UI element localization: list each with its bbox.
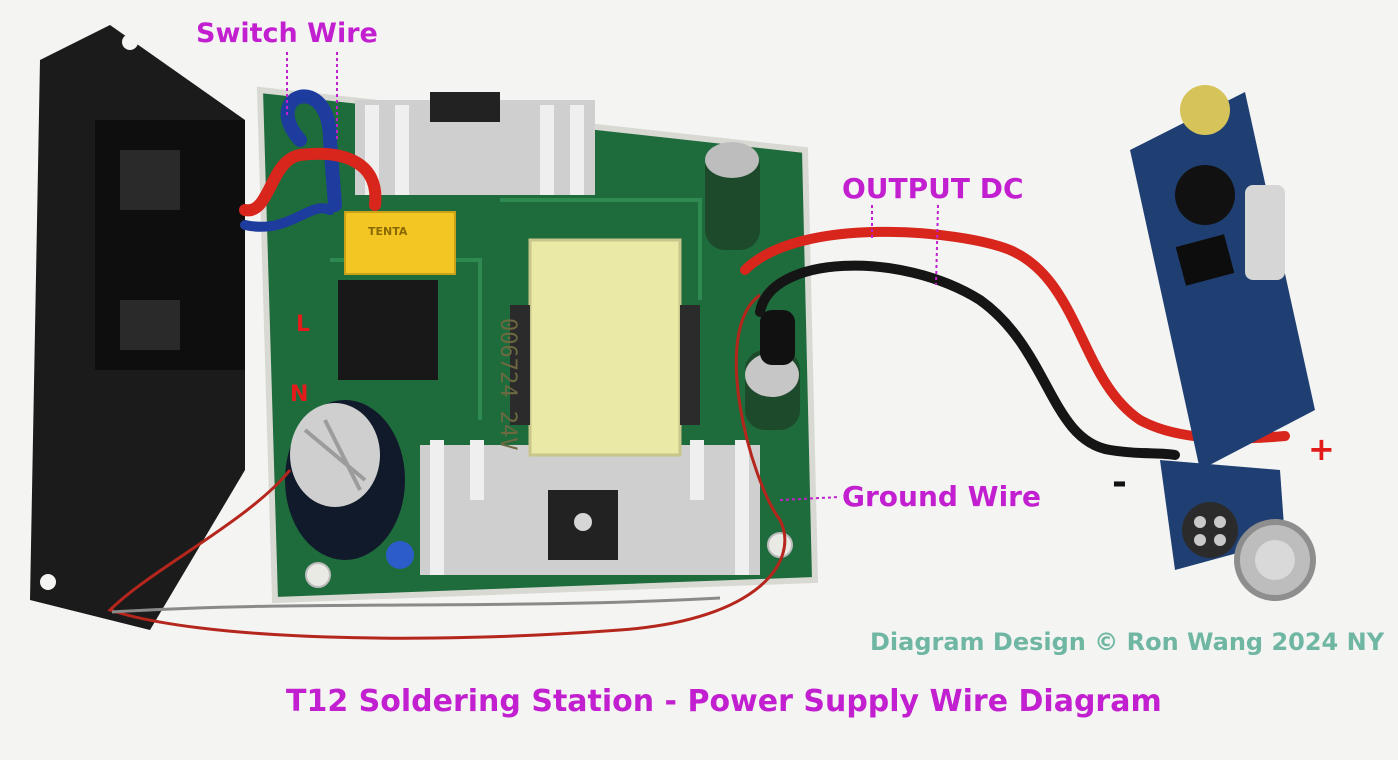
live-label: L bbox=[296, 312, 311, 337]
buzzer bbox=[1175, 165, 1235, 225]
transformer bbox=[510, 238, 700, 457]
fuse-marking: TENTA bbox=[368, 225, 408, 238]
diagram-title: T12 Soldering Station - Power Supply Wir… bbox=[286, 684, 1162, 719]
leader-lines bbox=[286, 52, 939, 501]
negative-label: - bbox=[1112, 462, 1127, 503]
neutral-label: N bbox=[290, 382, 309, 407]
x-capacitor bbox=[344, 211, 456, 275]
bulk-capacitor bbox=[285, 400, 405, 560]
buzzer-battery bbox=[1180, 85, 1230, 135]
switch-wire bbox=[239, 89, 382, 232]
ground-wire-label: Ground Wire bbox=[842, 480, 1041, 513]
top-heatsink bbox=[355, 92, 595, 195]
output-dc-label: OUTPUT DC bbox=[842, 172, 1024, 205]
ground-wire bbox=[107, 293, 787, 640]
controller-board bbox=[1130, 85, 1316, 601]
switch-wire-label: Switch Wire bbox=[196, 18, 378, 49]
credit-label: Diagram Design © Ron Wang 2024 NY bbox=[870, 628, 1385, 656]
positive-label: + bbox=[1308, 430, 1335, 468]
choke bbox=[338, 280, 438, 380]
mcu-chip bbox=[1175, 234, 1235, 286]
mounting-plate bbox=[30, 25, 245, 630]
y-capacitor bbox=[386, 541, 414, 569]
output-capacitors bbox=[705, 142, 800, 430]
transformer-marking: 006724 24V bbox=[495, 318, 520, 451]
bottom-heatsink bbox=[420, 440, 760, 575]
